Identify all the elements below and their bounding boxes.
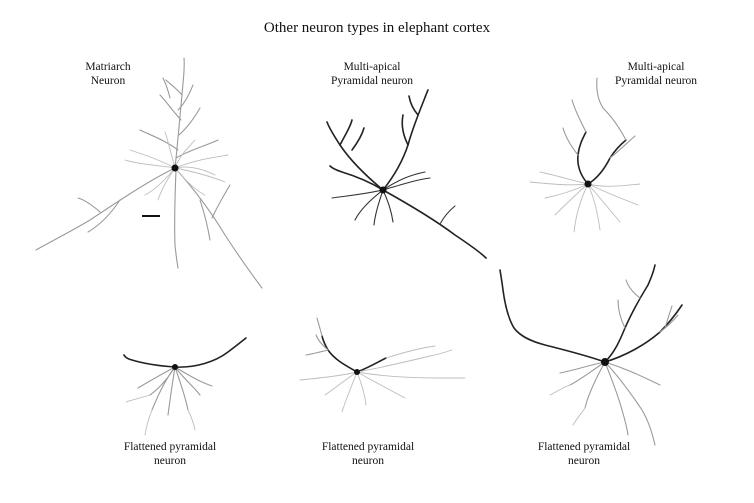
- multi-apical-neuron-2-label: Multi-apical Pyramidal neuron: [596, 60, 716, 88]
- label-line: Pyramidal neuron: [614, 75, 698, 87]
- multi-apical-neuron-1-label: Multi-apical Pyramidal neuron: [312, 60, 432, 88]
- label-line: neuron: [568, 455, 600, 467]
- matriarch-neuron-label: Matriarch Neuron: [68, 60, 148, 88]
- label-line: Neuron: [90, 75, 126, 87]
- flattened-pyramidal-neuron-3-label: Flattened pyramidal neuron: [514, 440, 654, 468]
- flattened-pyramidal-neuron-3-drawing: [499, 264, 683, 446]
- flattened-pyramidal-neuron-1-label: Flattened pyramidal neuron: [100, 440, 240, 468]
- label-line: Multi-apical: [627, 61, 685, 73]
- flattened-pyramidal-neuron-2-drawing: [299, 317, 466, 413]
- label-line: Matriarch: [85, 61, 131, 73]
- label-line: Flattened pyramidal: [537, 441, 631, 453]
- multi-apical-neuron-1-drawing: [326, 89, 487, 259]
- label-line: Flattened pyramidal: [123, 441, 217, 453]
- label-line: Pyramidal neuron: [330, 75, 414, 87]
- flattened-pyramidal-neuron-1-drawing: [123, 337, 247, 436]
- matriarch-neuron-drawing: [35, 57, 263, 289]
- label-line: neuron: [352, 455, 384, 467]
- multi-apical-neuron-2-drawing: [529, 77, 641, 233]
- label-line: Multi-apical: [343, 61, 401, 73]
- flattened-pyramidal-neuron-2-label: Flattened pyramidal neuron: [298, 440, 438, 468]
- label-line: neuron: [154, 455, 186, 467]
- label-line: Flattened pyramidal: [321, 441, 415, 453]
- figure-title: Other neuron types in elephant cortex: [263, 20, 491, 36]
